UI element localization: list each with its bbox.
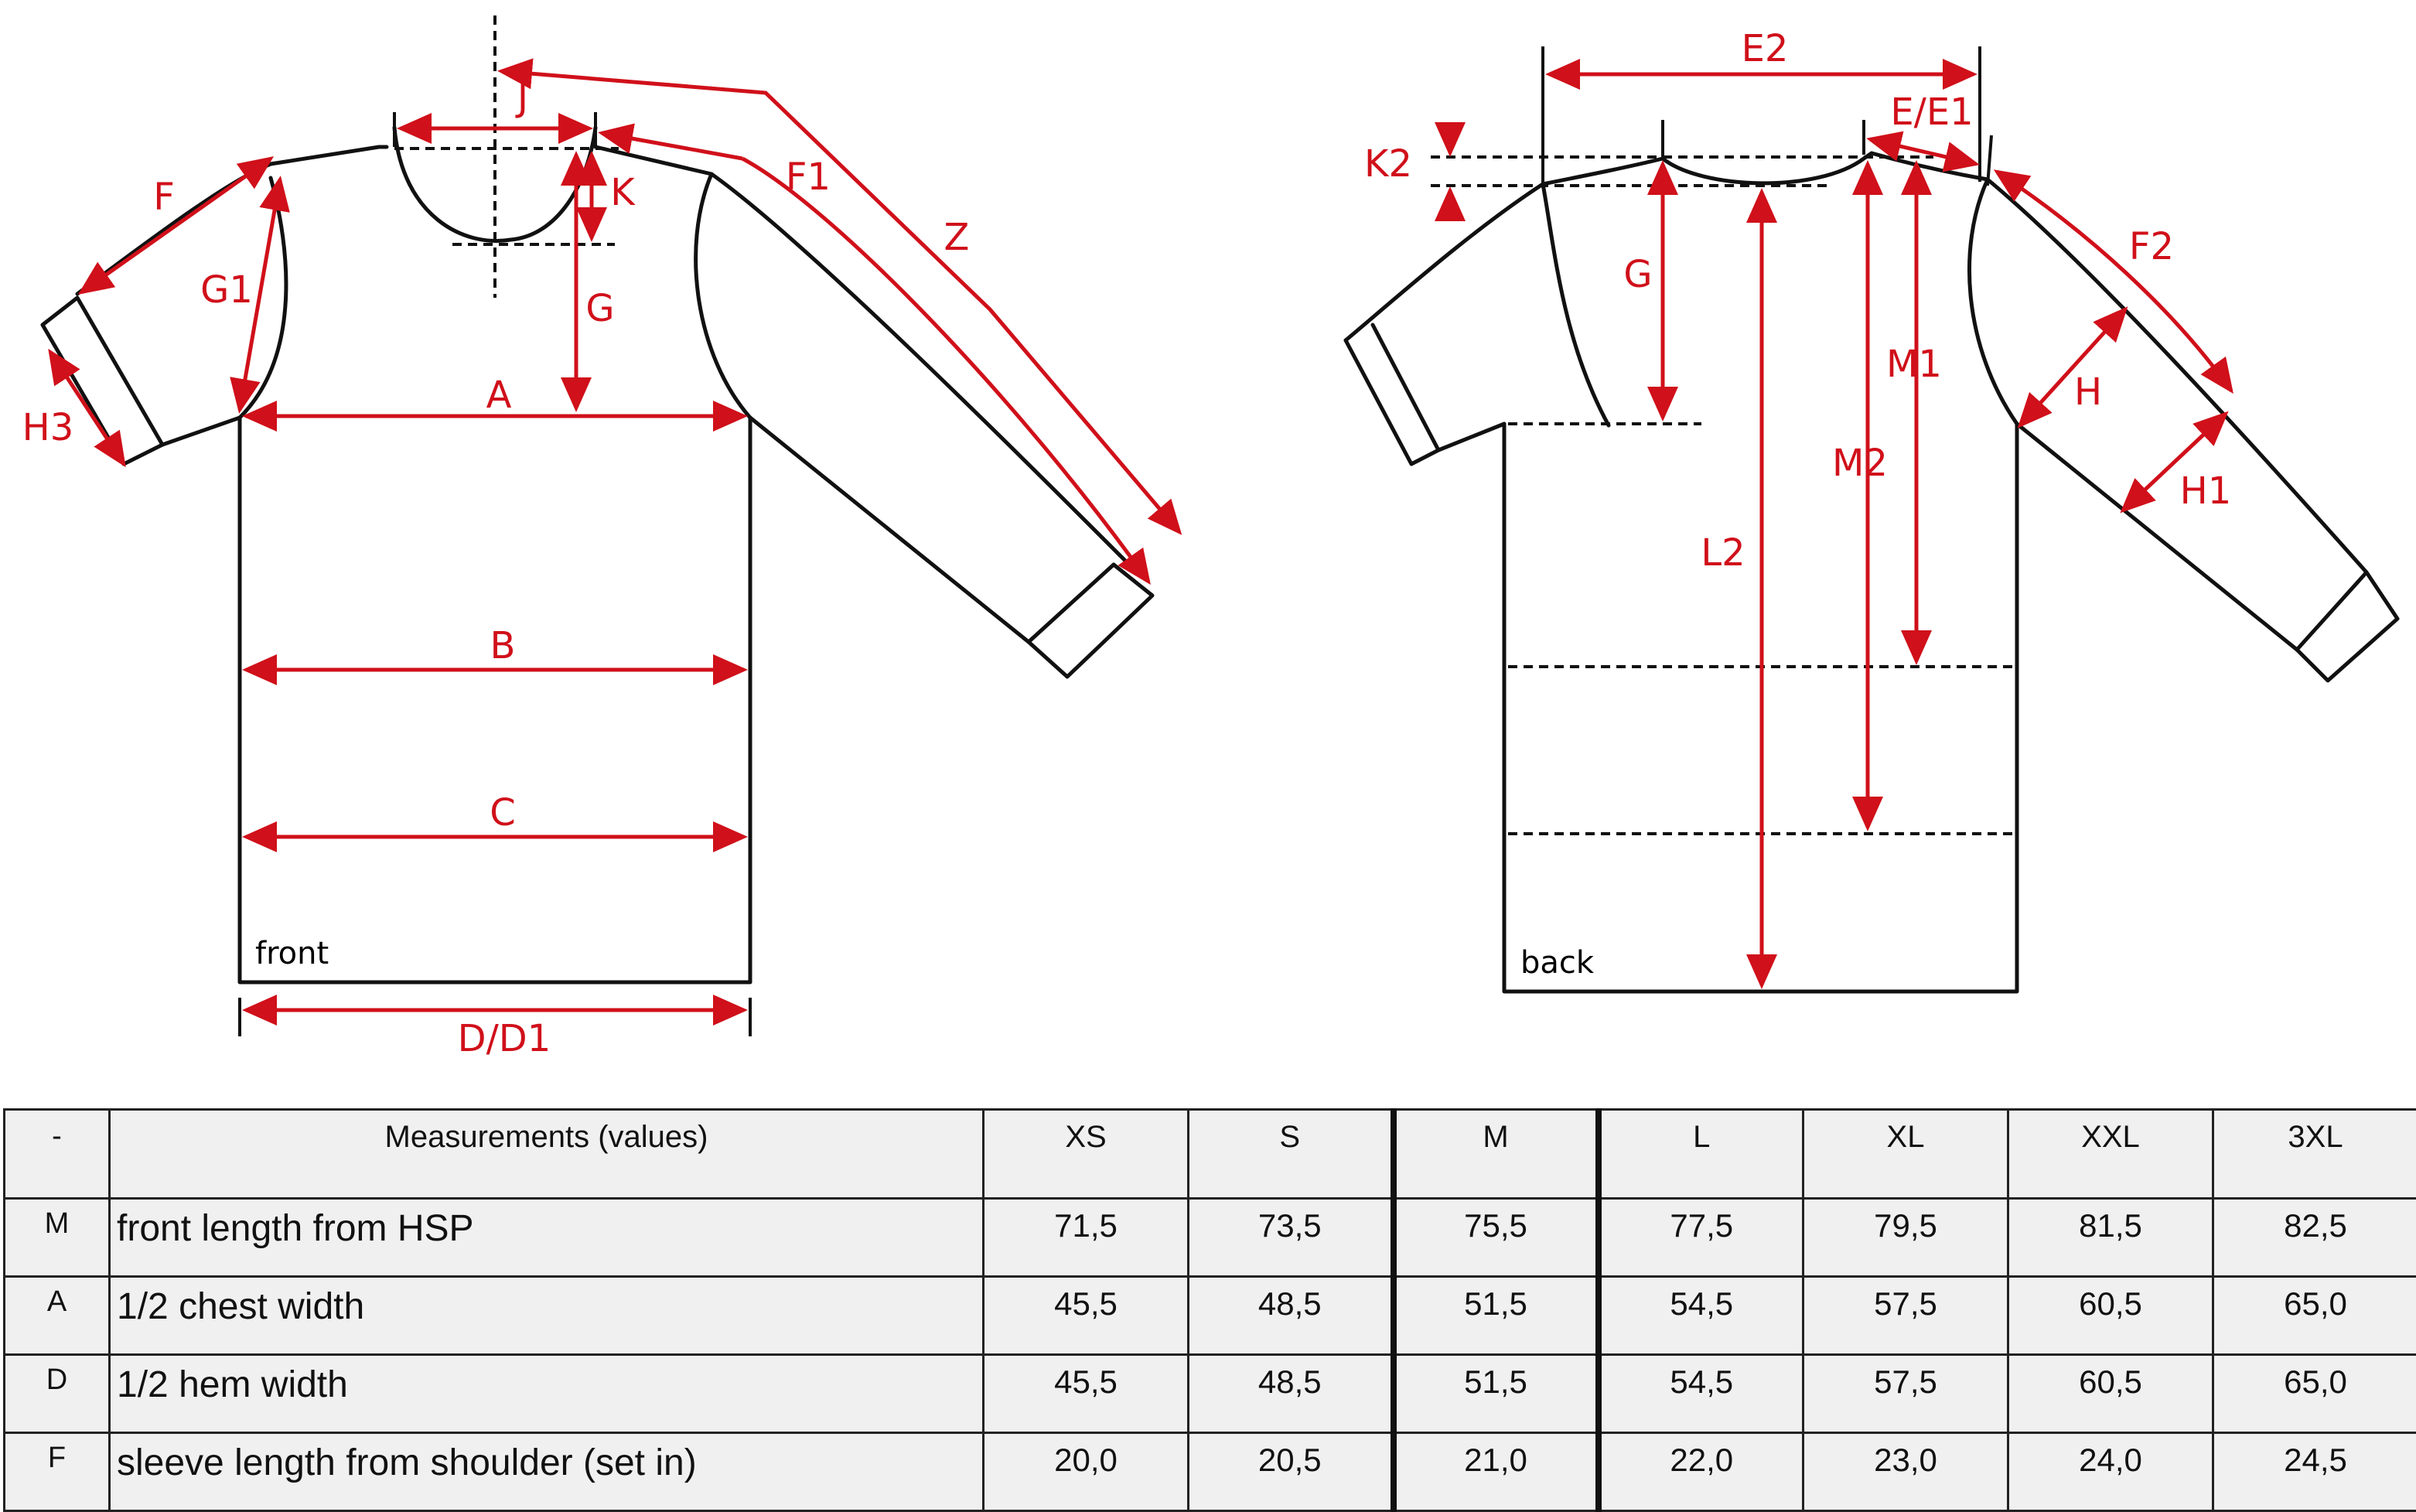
cell-s: 48,5 (1189, 1277, 1394, 1355)
cell-xl: 23,0 (1803, 1433, 2008, 1511)
cell-xs: 45,5 (984, 1277, 1189, 1355)
row-description: 1/2 chest width (110, 1277, 984, 1355)
label-Z: Z (944, 216, 970, 259)
cell-l: 54,5 (1599, 1355, 1803, 1433)
header-size-xl: XL (1803, 1110, 2008, 1199)
cell-3xl: 82,5 (2213, 1199, 2416, 1277)
label-M1: M1 (1886, 343, 1942, 386)
cell-xs: 20,0 (984, 1433, 1189, 1511)
cell-3xl: 65,0 (2213, 1355, 2416, 1433)
back-guide-lines (1431, 46, 2018, 834)
label-F: F (153, 176, 175, 219)
cell-m: 51,5 (1394, 1355, 1599, 1433)
cell-l: 22,0 (1599, 1433, 1803, 1511)
cell-3xl: 24,5 (2213, 1433, 2416, 1511)
back-view-label: back (1520, 945, 1595, 981)
cell-l: 77,5 (1599, 1199, 1803, 1277)
row-description: sleeve length from shoulder (set in) (110, 1433, 984, 1511)
header-size-s: S (1189, 1110, 1394, 1199)
cell-xxl: 24,0 (2008, 1433, 2213, 1511)
header-size-xs: XS (984, 1110, 1189, 1199)
table-row: A 1/2 chest width 45,5 48,5 51,5 54,5 57… (5, 1277, 2416, 1355)
header-size-l: L (1599, 1110, 1803, 1199)
cell-xs: 71,5 (984, 1199, 1189, 1277)
measurement-diagram: J K F F1 Z G1 G H3 A B C D/D1 front (0, 0, 2416, 1067)
header-measurements: Measurements (values) (110, 1110, 984, 1199)
back-measurement-labels: E2 E/E1 K2 G F2 M1 H M2 H1 L2 back (1364, 27, 2231, 981)
label-A: A (486, 374, 512, 417)
header-size-xxl: XXL (2008, 1110, 2213, 1199)
cell-3xl: 65,0 (2213, 1277, 2416, 1355)
back-garment-outline (1346, 153, 2397, 992)
cell-m: 21,0 (1394, 1433, 1599, 1511)
label-J: J (515, 77, 528, 120)
front-guide-lines (240, 15, 750, 1036)
header-code: - (5, 1110, 110, 1199)
row-code: D (5, 1355, 110, 1433)
label-H1: H1 (2180, 469, 2232, 513)
cell-m: 75,5 (1394, 1199, 1599, 1277)
label-D-D1: D/D1 (458, 1017, 551, 1060)
row-code: F (5, 1433, 110, 1511)
cell-xs: 45,5 (984, 1355, 1189, 1433)
cell-s: 73,5 (1189, 1199, 1394, 1277)
label-K2: K2 (1364, 142, 1412, 186)
cell-s: 48,5 (1189, 1355, 1394, 1433)
row-code: A (5, 1277, 110, 1355)
cell-xxl: 81,5 (2008, 1199, 2213, 1277)
label-F2: F2 (2129, 225, 2174, 268)
cell-xxl: 60,5 (2008, 1277, 2213, 1355)
header-size-m: M (1394, 1110, 1599, 1199)
size-chart-table: - Measurements (values) XS S M L XL XXL … (3, 1108, 2416, 1512)
label-B: B (490, 624, 516, 667)
cell-xxl: 60,5 (2008, 1355, 2213, 1433)
table-row: F sleeve length from shoulder (set in) 2… (5, 1433, 2416, 1511)
cell-xl: 57,5 (1803, 1355, 2008, 1433)
label-L2: L2 (1701, 531, 1745, 575)
row-code: M (5, 1199, 110, 1277)
label-G-back: G (1623, 253, 1652, 296)
front-garment-outline (43, 128, 1152, 982)
table-header-row: - Measurements (values) XS S M L XL XXL … (5, 1110, 2416, 1199)
label-H: H (2074, 370, 2102, 414)
label-H3: H3 (22, 406, 74, 449)
label-F1: F1 (786, 155, 831, 199)
label-G-front: G (585, 287, 614, 330)
cell-l: 54,5 (1599, 1277, 1803, 1355)
cell-s: 20,5 (1189, 1433, 1394, 1511)
label-M2: M2 (1832, 442, 1888, 485)
table-row: D 1/2 hem width 45,5 48,5 51,5 54,5 57,5… (5, 1355, 2416, 1433)
label-K: K (610, 171, 636, 214)
front-view-label: front (255, 936, 329, 971)
label-E2: E2 (1742, 27, 1789, 70)
table-row: M front length from HSP 71,5 73,5 75,5 7… (5, 1199, 2416, 1277)
cell-m: 51,5 (1394, 1277, 1599, 1355)
label-C: C (490, 791, 516, 835)
cell-xl: 79,5 (1803, 1199, 2008, 1277)
cell-xl: 57,5 (1803, 1277, 2008, 1355)
row-description: front length from HSP (110, 1199, 984, 1277)
row-description: 1/2 hem width (110, 1355, 984, 1433)
back-measurement-arrows (1450, 74, 2231, 985)
label-E-E1: E/E1 (1890, 90, 1973, 134)
header-size-3xl: 3XL (2213, 1110, 2416, 1199)
label-G1: G1 (200, 268, 253, 312)
